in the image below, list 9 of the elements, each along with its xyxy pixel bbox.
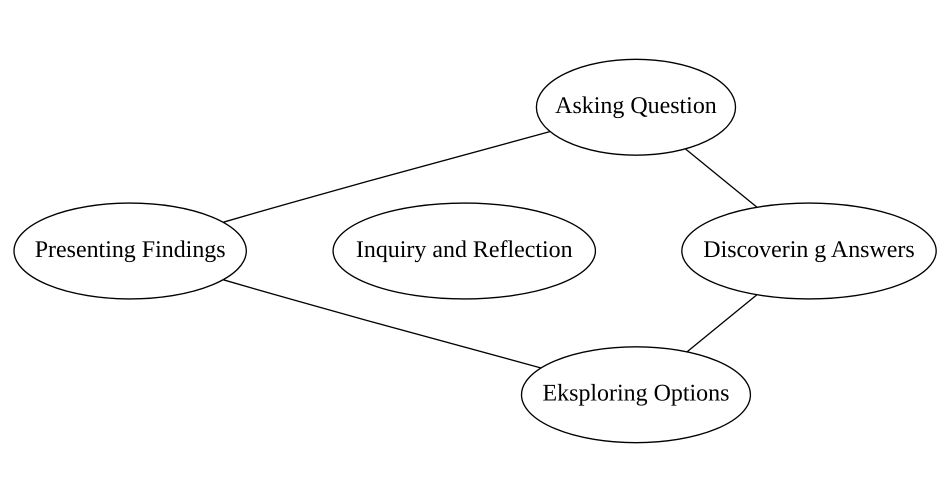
- connector: [223, 278, 542, 368]
- connector: [686, 294, 758, 352]
- node-ellipse: Presenting Findings: [13, 202, 247, 300]
- node-ellipse: Eksploring Options: [520, 346, 752, 443]
- node-ellipse: Discoverin g Answers: [681, 202, 937, 300]
- connector: [223, 130, 550, 222]
- node-ellipse: Inquiry and Reflection: [332, 202, 596, 300]
- connector: [685, 148, 758, 208]
- node-ellipse: Asking Question: [536, 58, 736, 156]
